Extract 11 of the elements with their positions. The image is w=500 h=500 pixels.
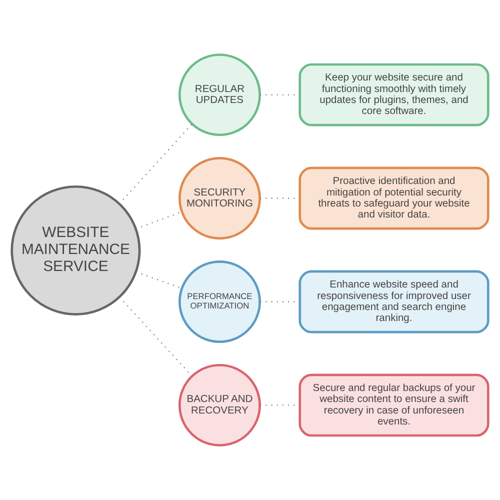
node-box: Enhance website speed and responsiveness for improved user engagement and search engine ranking. — [298, 270, 490, 334]
node-circle: BACKUP AND RECOVERY — [178, 364, 261, 446]
node-circle: PERFORMANCE OPTIMIZATION — [178, 260, 261, 343]
connector — [118, 124, 192, 204]
node-box: Keep your website secure and functioning smoothly with timely updates for plugins, themes, and core software. — [298, 63, 490, 126]
node-circle: SECURITY MONITORING — [178, 157, 261, 240]
connector — [119, 296, 192, 376]
node-circle: REGULAR UPDATES — [178, 54, 261, 136]
node-box: Secure and regular backups of your website content to ensure a swift recovery in case of unforeseen events. — [298, 374, 490, 437]
node-circle: WEBSITE MAINTENANCE SERVICE — [10, 185, 141, 316]
node-box: Proactive identification and mitigation of potential security threats to safeguard your website and visitor data. — [298, 166, 490, 230]
